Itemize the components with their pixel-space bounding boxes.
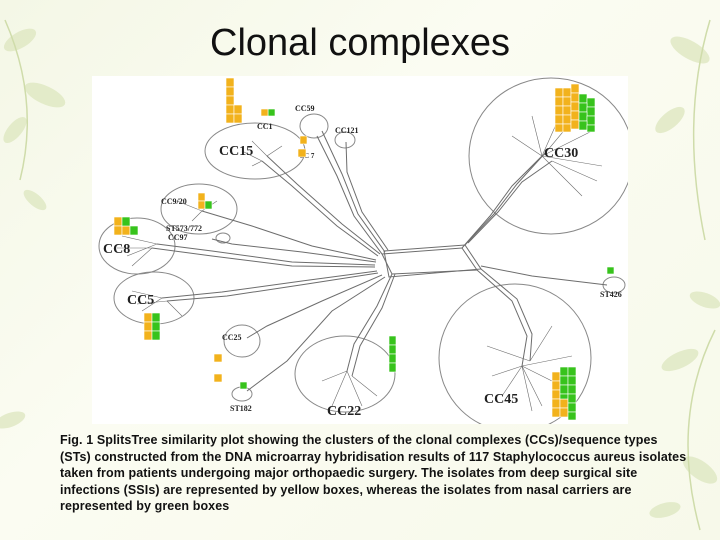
label-cc59: CC59: [295, 104, 315, 113]
label-cc7: CC 7: [299, 152, 315, 160]
nasal-boxes: [121, 93, 615, 421]
label-st182: ST182: [230, 404, 252, 413]
label-cc5: CC5: [127, 293, 154, 308]
cluster-outlines: [98, 77, 628, 424]
label-cc9-20: CC9/20: [161, 197, 187, 206]
label-cc15: CC15: [219, 144, 253, 159]
label-st573-772: ST573/772: [166, 224, 202, 233]
splits-network: [151, 130, 608, 392]
slide-title: Clonal complexes: [210, 22, 510, 64]
leaf-decoration-left: [0, 19, 66, 429]
label-cc45: CC45: [484, 392, 518, 407]
label-cc25: CC25: [222, 333, 242, 342]
label-cc22: CC22: [327, 404, 361, 419]
label-cc8: CC8: [103, 242, 130, 257]
label-st426: ST426: [600, 290, 622, 299]
label-cc30: CC30: [544, 146, 578, 161]
figure-caption: Fig. 1 SplitsTree similarity plot showin…: [60, 433, 687, 513]
label-cc97: CC97: [168, 233, 188, 242]
isolate-boxes: [113, 77, 615, 421]
label-cc121: CC121: [335, 126, 359, 135]
cluster-fans: [117, 110, 603, 412]
label-cc1: CC1: [257, 122, 273, 131]
splitstree-figure: CC1 CC59 CC121 CC9/20 ST573/772 CC97 ST4…: [92, 76, 628, 424]
leaf-decoration-right: [649, 19, 720, 531]
